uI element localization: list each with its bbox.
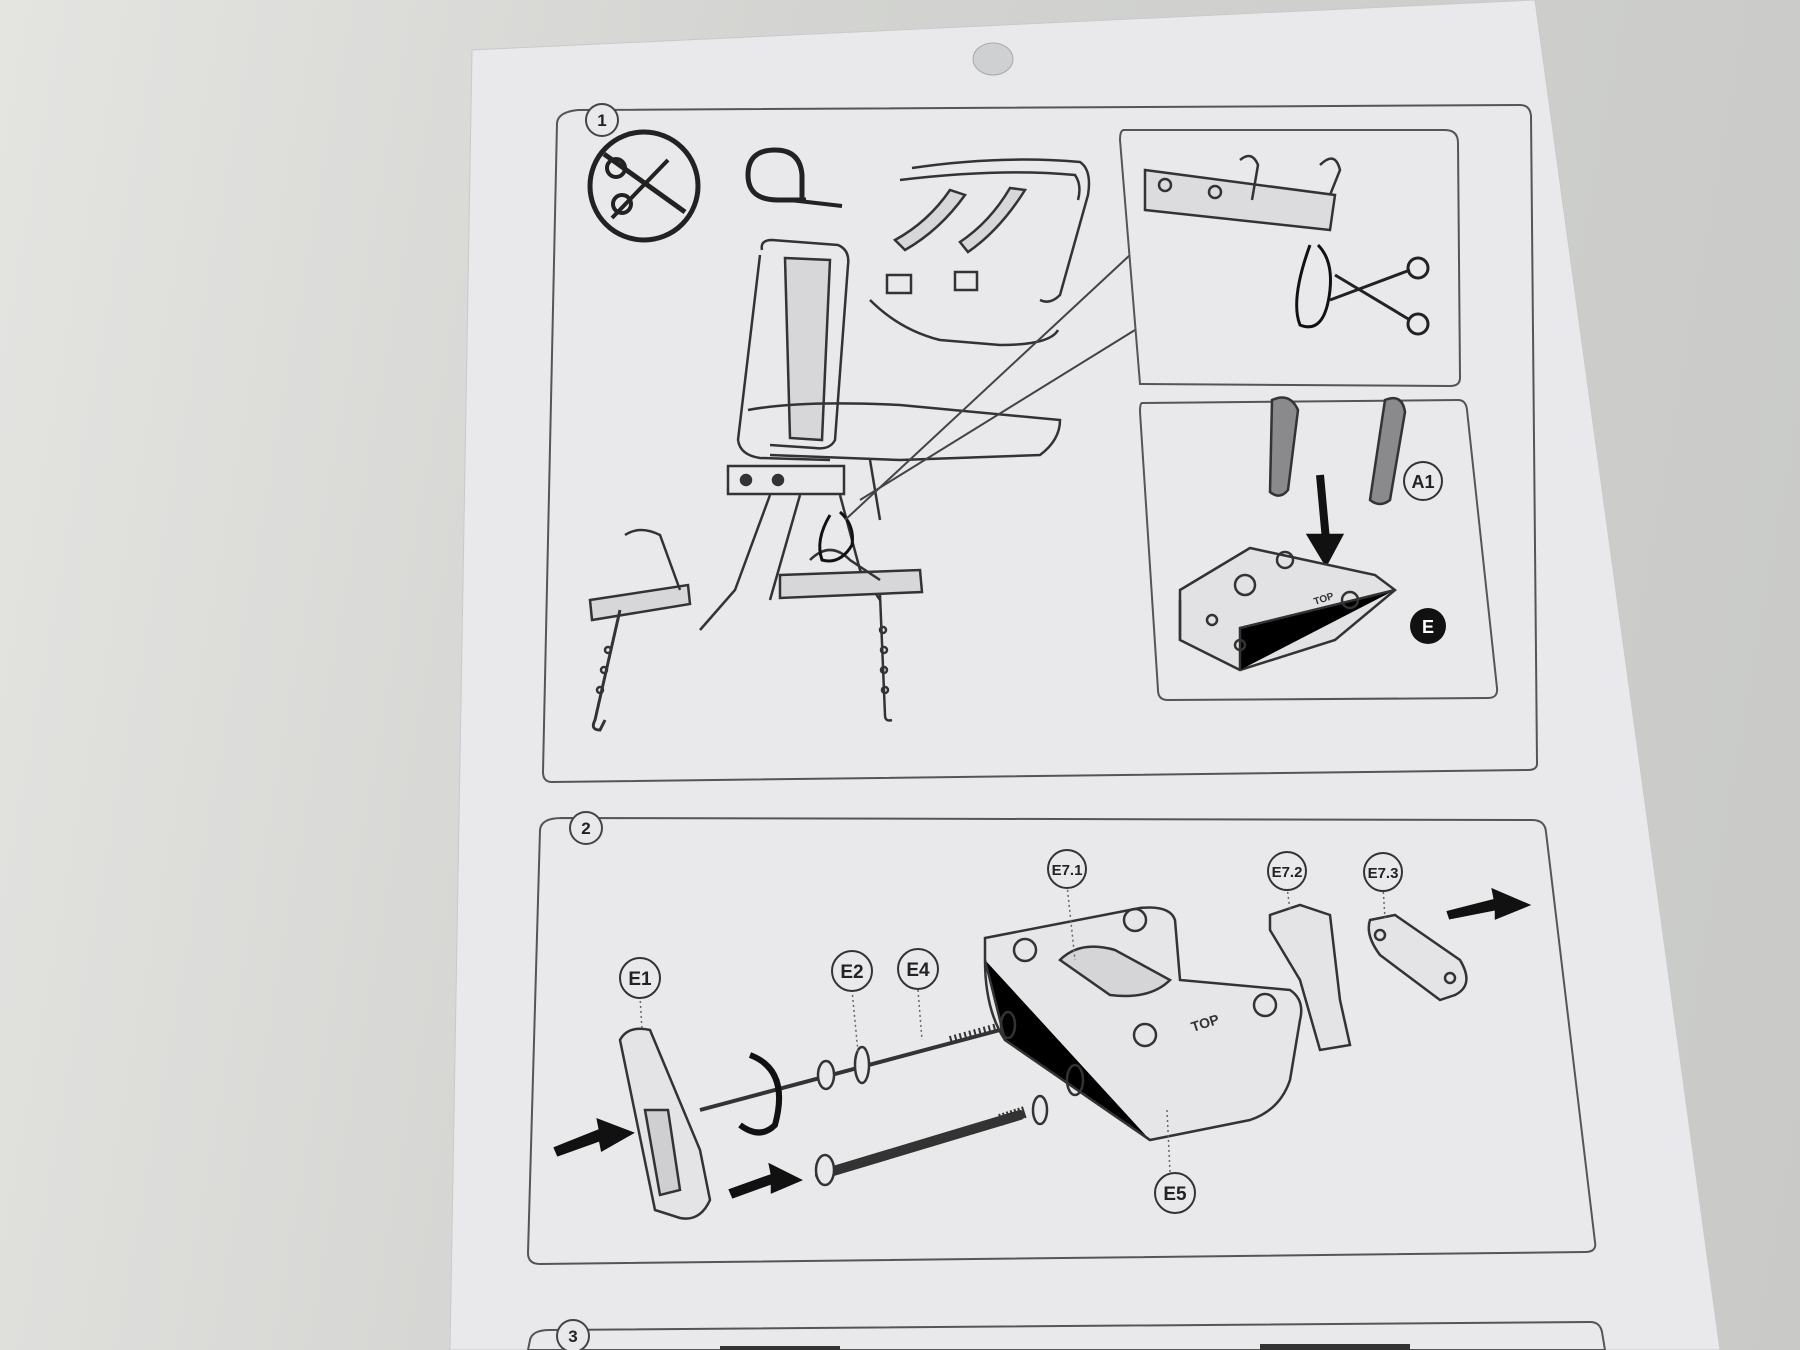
step-3-badge: 3 bbox=[556, 1319, 590, 1350]
scissors-cut-icon bbox=[1329, 256, 1430, 336]
step-1-number: 1 bbox=[597, 111, 606, 130]
callout-e1: E1 bbox=[619, 957, 661, 999]
cable-tie-icon bbox=[745, 147, 843, 208]
svg-text:E7.3: E7.3 bbox=[1368, 865, 1399, 882]
callout-e-filled: E bbox=[1410, 608, 1446, 644]
svg-text:E1: E1 bbox=[628, 969, 652, 990]
svg-text:E7.2: E7.2 bbox=[1272, 864, 1303, 881]
inset-a1-into-e: TOP A1 E bbox=[1138, 396, 1499, 702]
hole-punch bbox=[972, 42, 1014, 76]
svg-text:E7.1: E7.1 bbox=[1052, 862, 1083, 879]
callout-e4: E4 bbox=[897, 948, 939, 990]
callout-a1: A1 bbox=[1403, 461, 1443, 501]
svg-text:E: E bbox=[1422, 617, 1434, 637]
callout-e7-2: E7.2 bbox=[1267, 851, 1307, 891]
clamp-exploded-illustration: TOP bbox=[553, 884, 1532, 1220]
step-2-panel: 2 bbox=[526, 811, 1597, 1266]
step-2-number: 2 bbox=[581, 819, 590, 838]
svg-text:E4: E4 bbox=[906, 960, 930, 981]
step-2-badge: 2 bbox=[569, 811, 603, 845]
step-1-panel: 1 bbox=[541, 103, 1539, 784]
callout-e5: E5 bbox=[1154, 1172, 1196, 1214]
svg-text:E5: E5 bbox=[1163, 1184, 1187, 1205]
svg-text:E2: E2 bbox=[840, 962, 863, 983]
svg-text:A1: A1 bbox=[1411, 472, 1434, 492]
callout-e2: E2 bbox=[831, 950, 873, 992]
step-1-badge: 1 bbox=[585, 103, 619, 137]
scissors-icon bbox=[587, 129, 701, 243]
step-3-panel: 3 bbox=[526, 1319, 1607, 1350]
callout-e7-3: E7.3 bbox=[1363, 852, 1403, 892]
inset-cut-tie bbox=[1118, 129, 1462, 388]
callout-e7-1: E7.1 bbox=[1047, 849, 1087, 889]
step-3-number: 3 bbox=[568, 1327, 577, 1346]
child-seat-illustration bbox=[588, 158, 1136, 732]
